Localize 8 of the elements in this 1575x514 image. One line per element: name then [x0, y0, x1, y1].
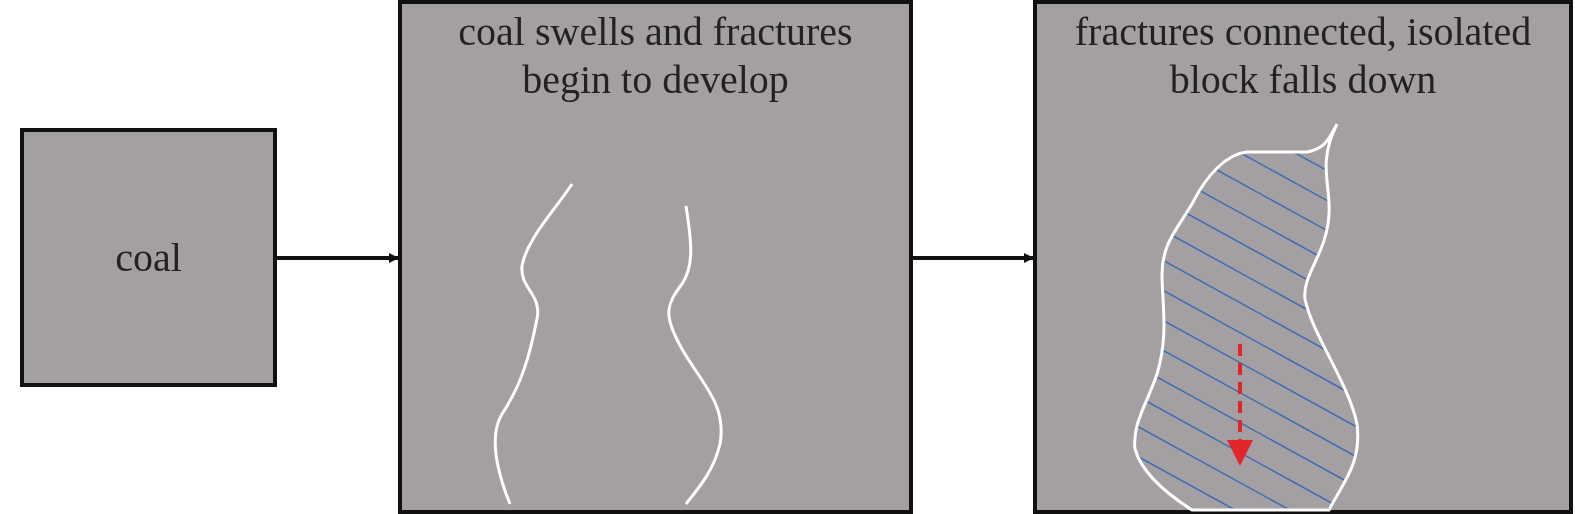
process-box	[20, 128, 277, 387]
arrow	[913, 253, 1034, 263]
box-label: coal swells and fractures begin to develop	[457, 8, 854, 104]
arrow	[277, 253, 399, 263]
box-label: fractures connected, isolated block falls down	[1073, 8, 1533, 104]
process-box	[398, 0, 913, 514]
process-box	[1033, 0, 1573, 514]
box-label: coal	[114, 233, 183, 282]
